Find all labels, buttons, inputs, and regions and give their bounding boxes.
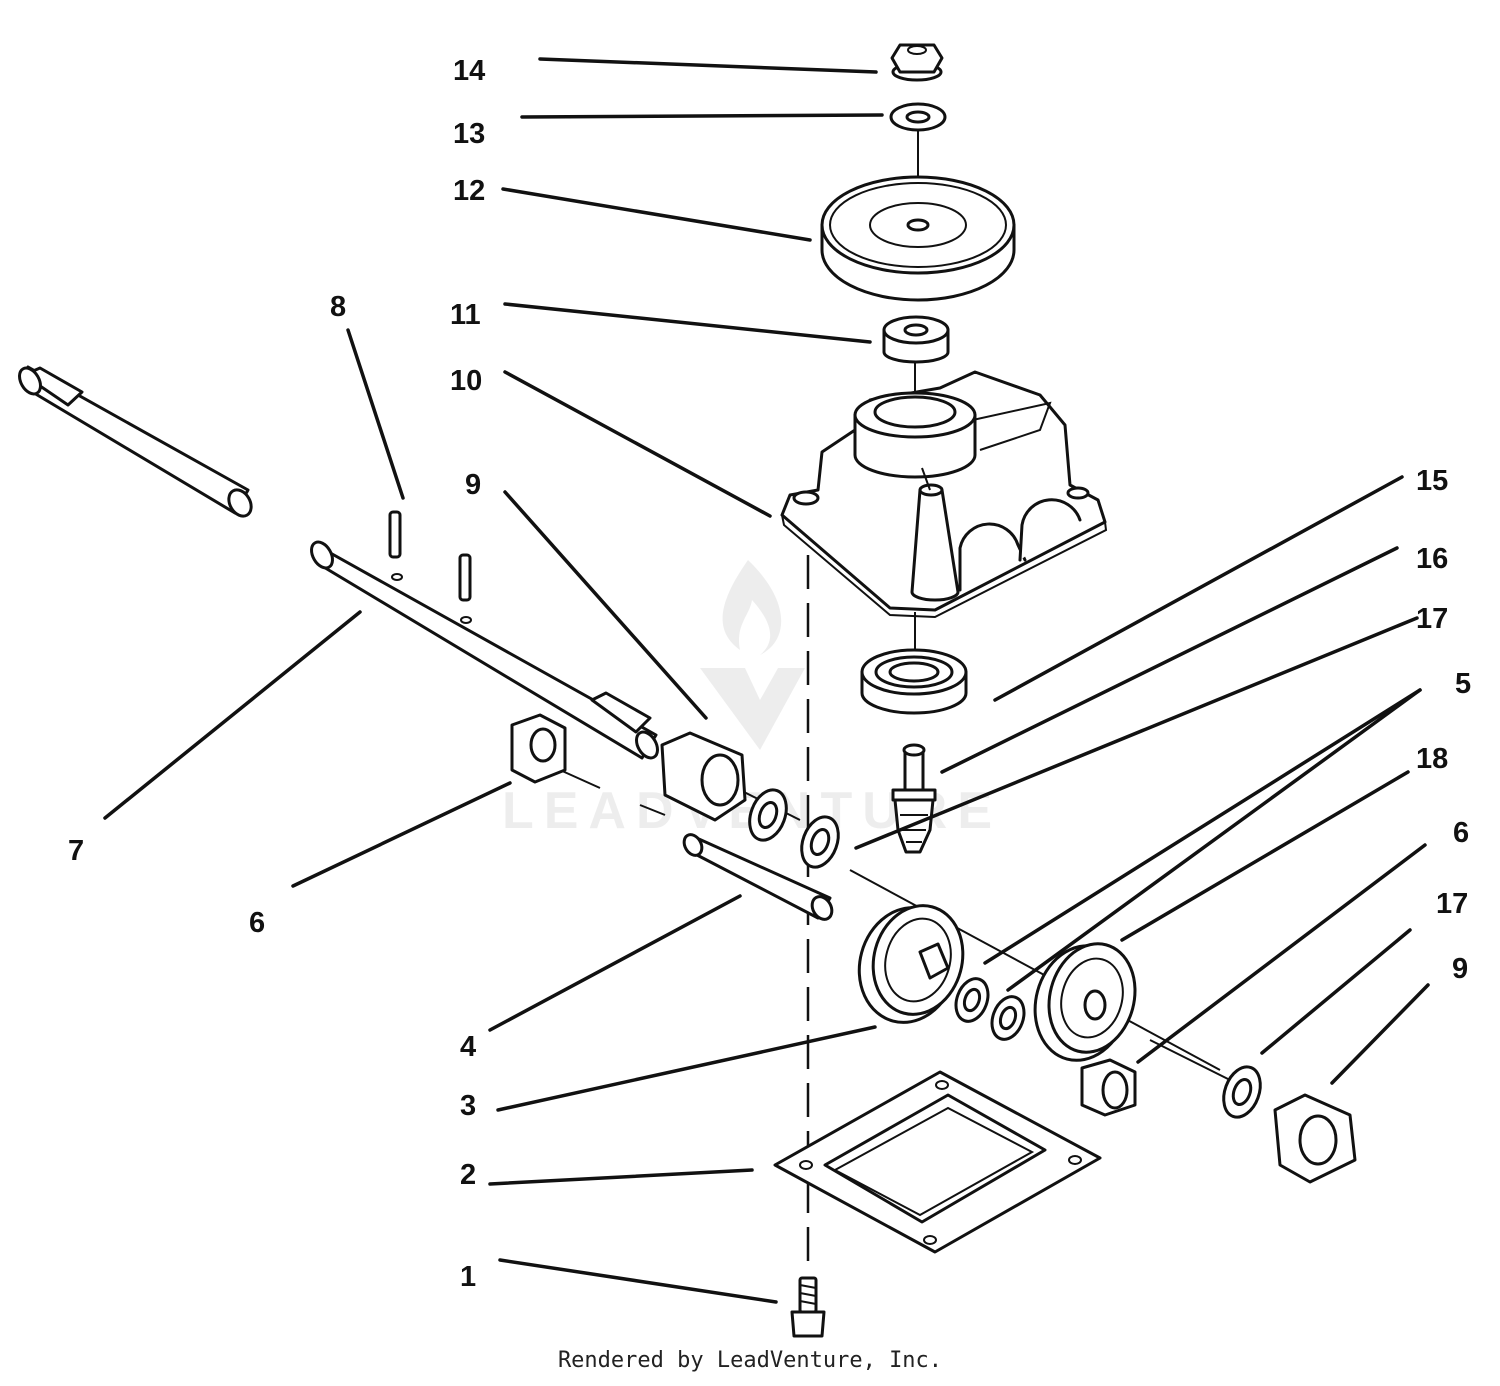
callout-13: 13 (453, 118, 485, 150)
callout-8: 8 (330, 291, 346, 323)
callout-2: 2 (460, 1159, 476, 1191)
bolt (790, 1276, 826, 1338)
callout-7: 7 (68, 835, 84, 867)
callout-16: 16 (1416, 543, 1448, 575)
callout-9-lower: 9 (1452, 953, 1468, 985)
flange-nut (890, 43, 944, 82)
pinion-gear (891, 743, 937, 854)
bushing-9-right (1273, 1093, 1357, 1184)
callout-6-left: 6 (249, 907, 265, 939)
short-shaft (682, 833, 834, 921)
roll-pins (388, 510, 472, 624)
drive-shaft (310, 540, 659, 760)
callout-15: 15 (1416, 465, 1448, 497)
housing-cover (773, 1070, 1102, 1254)
pulley (820, 175, 1016, 302)
washer-13 (889, 102, 947, 132)
leader-lines (103, 57, 1430, 1304)
callout-6-right: 6 (1453, 817, 1469, 849)
drive-gear (857, 904, 965, 1024)
callout-3: 3 (460, 1090, 476, 1122)
callout-17-upper: 17 (1416, 603, 1448, 635)
callout-4: 4 (460, 1031, 476, 1063)
driven-gear (1033, 942, 1137, 1062)
axle-shaft-7 (18, 365, 253, 518)
footer-credit: Rendered by LeadVenture, Inc. (557, 1348, 943, 1373)
callout-11: 11 (450, 299, 481, 331)
washers-center (748, 788, 840, 869)
callout-10: 10 (450, 365, 482, 397)
callout-18: 18 (1416, 743, 1448, 775)
bushing-11 (882, 315, 950, 364)
callout-17-lower: 17 (1436, 888, 1468, 920)
bushing-9-left (660, 731, 747, 822)
gear-housing (780, 370, 1108, 619)
callout-9-upper: 9 (465, 469, 481, 501)
callout-1: 1 (460, 1261, 476, 1293)
watermark-v-icon (700, 668, 805, 750)
callout-labels: 14 13 12 8 11 10 9 15 16 17 5 18 7 6 6 1… (68, 55, 1471, 1293)
callout-5: 5 (1455, 668, 1471, 700)
ball-bearing (860, 648, 968, 715)
watermark-flame-icon (722, 560, 782, 655)
bushing-6-right (1080, 1058, 1137, 1117)
bushing-6-left (510, 713, 567, 784)
callout-14: 14 (453, 55, 485, 87)
washers-5 (954, 977, 1026, 1041)
callout-12: 12 (453, 175, 485, 207)
washer-17-right (1222, 1065, 1262, 1119)
